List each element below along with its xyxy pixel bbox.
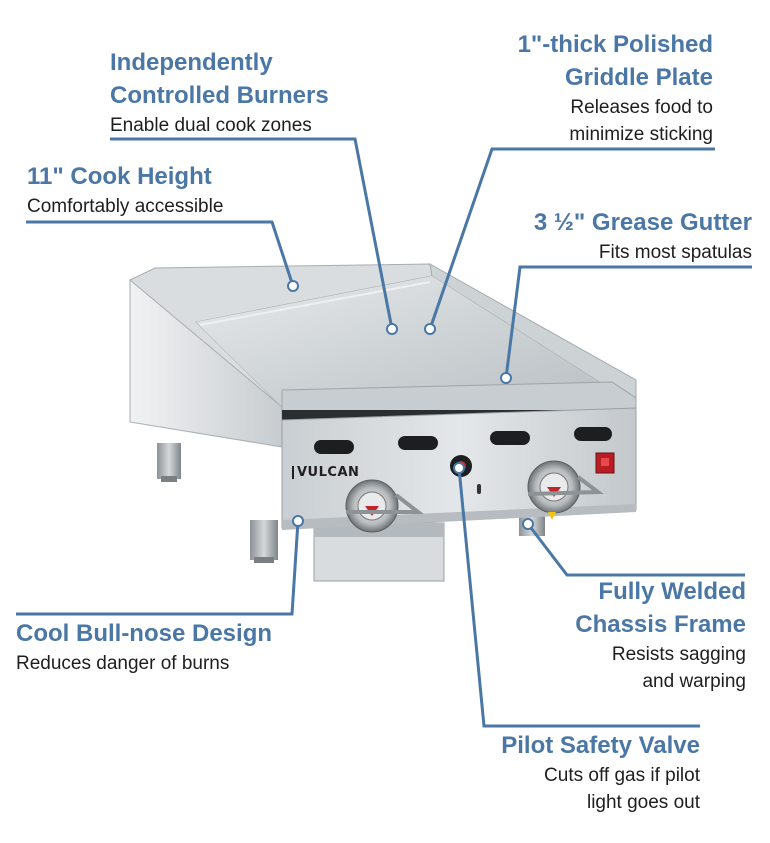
leg-back-left xyxy=(157,443,181,482)
callout-burners: Independently Controlled Burners Enable … xyxy=(110,46,329,139)
callout-gutter: 3 ½" Grease Gutter Fits most spatulas xyxy=(534,206,752,266)
callout-bullnose: Cool Bull-nose Design Reduces danger of … xyxy=(16,617,272,677)
callout-bullnose-title-1: Cool Bull-nose Design xyxy=(16,620,273,647)
burner-knob-right xyxy=(527,460,604,520)
burner-knob-left xyxy=(345,479,424,533)
callout-height: 11" Cook Height Comfortably accessible xyxy=(27,160,223,220)
callout-gutter-title-1: 3 ½" Grease Gutter xyxy=(533,209,752,236)
callout-plate-title-2: Griddle Plate xyxy=(564,64,713,91)
leader-burners xyxy=(110,137,394,330)
dot-burners xyxy=(386,323,398,335)
callout-pilot-sub-2: light goes out xyxy=(586,792,700,813)
callout-bullnose-sub-1: Reduces danger of burns xyxy=(16,653,230,674)
leader-gutter xyxy=(504,265,752,379)
callout-burners-title-1: Independently xyxy=(110,49,273,76)
dot-chassis xyxy=(522,518,534,530)
gas-valve-housing xyxy=(313,522,445,582)
callout-chassis-title-2: Chassis Frame xyxy=(575,611,746,638)
callout-chassis-sub-2: and warping xyxy=(642,671,746,692)
leg-front-left xyxy=(250,520,278,563)
callout-pilot-sub-1: Cuts off gas if pilot xyxy=(544,765,700,786)
callout-plate: 1"-thick Polished Griddle Plate Releases… xyxy=(518,28,713,148)
callout-gutter-sub-1: Fits most spatulas xyxy=(598,242,752,263)
callout-height-title-1: 11" Cook Height xyxy=(27,163,212,190)
callout-chassis-title-1: Fully Welded xyxy=(598,578,746,605)
dot-bullnose xyxy=(292,515,304,527)
callout-plate-sub-1: Releases food to xyxy=(570,97,713,118)
callout-plate-sub-2: minimize sticking xyxy=(569,124,713,145)
callout-plate-title-1: 1"-thick Polished xyxy=(517,31,713,58)
callout-burners-sub-1: Enable dual cook zones xyxy=(110,115,312,136)
callout-burners-title-2: Controlled Burners xyxy=(110,82,329,109)
dot-plate xyxy=(424,323,436,335)
callout-pilot: Pilot Safety Valve Cuts off gas if pilot… xyxy=(501,729,700,816)
dot-gutter xyxy=(500,372,512,384)
leader-pilot xyxy=(457,467,700,728)
leader-chassis xyxy=(526,523,745,577)
callout-chassis-sub-1: Resists sagging xyxy=(611,644,746,665)
power-switch xyxy=(595,452,615,474)
leader-plate xyxy=(428,147,715,330)
vulcan-logo: VULCAN xyxy=(292,466,359,479)
leader-dots xyxy=(287,280,534,530)
dot-height xyxy=(287,280,299,292)
callout-height-sub-1: Comfortably accessible xyxy=(27,196,224,217)
leader-height xyxy=(26,220,295,287)
callout-pilot-title-1: Pilot Safety Valve xyxy=(501,732,700,759)
leader-bullnose xyxy=(16,520,300,616)
dot-pilot xyxy=(453,462,465,474)
callout-chassis: Fully Welded Chassis Frame Resists saggi… xyxy=(575,575,746,695)
leader-lines xyxy=(16,137,752,728)
front-vents xyxy=(314,427,612,454)
